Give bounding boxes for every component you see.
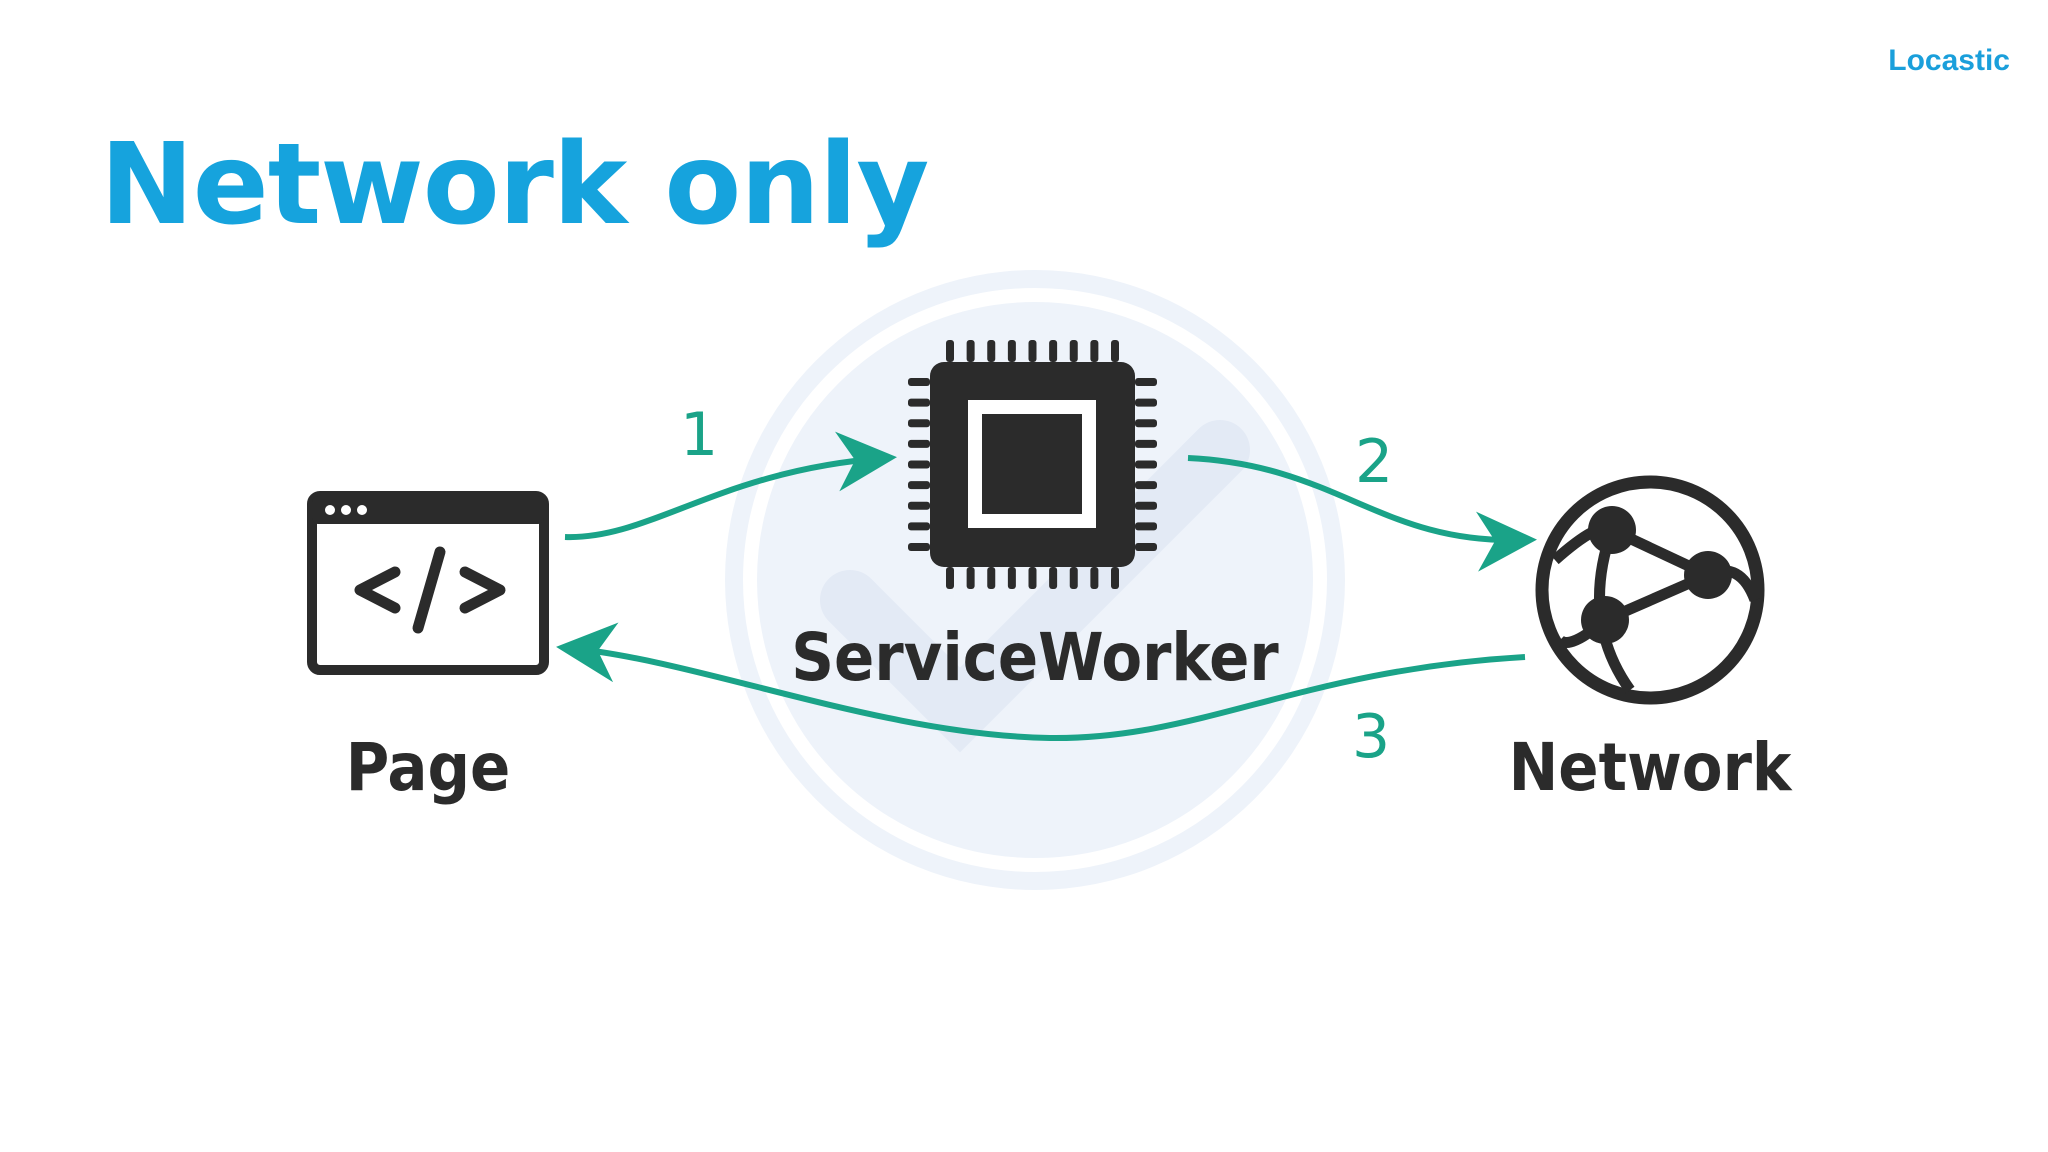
chip-pin [1135,460,1157,469]
step-label-2: 2 [1355,427,1393,497]
arrow-network-to-page [556,622,1526,742]
network-label: Network [1509,729,1793,806]
chip-pin [1007,567,1016,589]
chip-pin [908,522,930,531]
arrow-page-to-serviceworker [564,431,897,541]
chip-pin [1049,340,1058,362]
chip-pin [966,340,975,362]
chip-pin [908,439,930,448]
chip-pin [1135,398,1157,407]
chip-pin [1090,567,1099,589]
chip-pin [1135,419,1157,428]
chip-pin [1069,567,1078,589]
chip-pin [908,378,930,386]
chip-pin [1111,567,1119,589]
chip-pin [1028,340,1037,362]
page-label: Page [346,729,511,806]
chip-pin [987,567,996,589]
arrow-serviceworker-to-network [1187,455,1537,572]
brand-logo-text: Locastic [1888,44,2010,77]
chip-pin [1028,567,1037,589]
chip-pin [1090,340,1099,362]
globe-network-icon [1535,475,1765,705]
cpu-chip-icon [908,340,1157,589]
chip-pin [1135,522,1157,531]
chip-pin [946,340,954,362]
chip-pin [908,398,930,407]
chip-pin [1135,439,1157,448]
chip-pin [908,460,930,469]
chip-pin [1049,567,1058,589]
chip-pin [1135,543,1157,551]
chip-pin [1069,340,1078,362]
chip-pin [1135,501,1157,510]
chip-pin [1111,340,1119,362]
step-label-1: 1 [680,400,718,470]
step-label-3: 3 [1352,702,1390,772]
chip-pin [1135,378,1157,386]
serviceworker-label: ServiceWorker [791,619,1279,696]
chip-pin [908,501,930,510]
code-window-icon [307,491,549,675]
chip-pin [946,567,954,589]
chip-pin [908,543,930,551]
chip-pin [1135,481,1157,490]
chip-pin [908,481,930,490]
slide-title: Network only [100,120,929,250]
chip-pin [908,419,930,428]
chip-pin [966,567,975,589]
chip-pin [987,340,996,362]
chip-pin [1007,340,1016,362]
